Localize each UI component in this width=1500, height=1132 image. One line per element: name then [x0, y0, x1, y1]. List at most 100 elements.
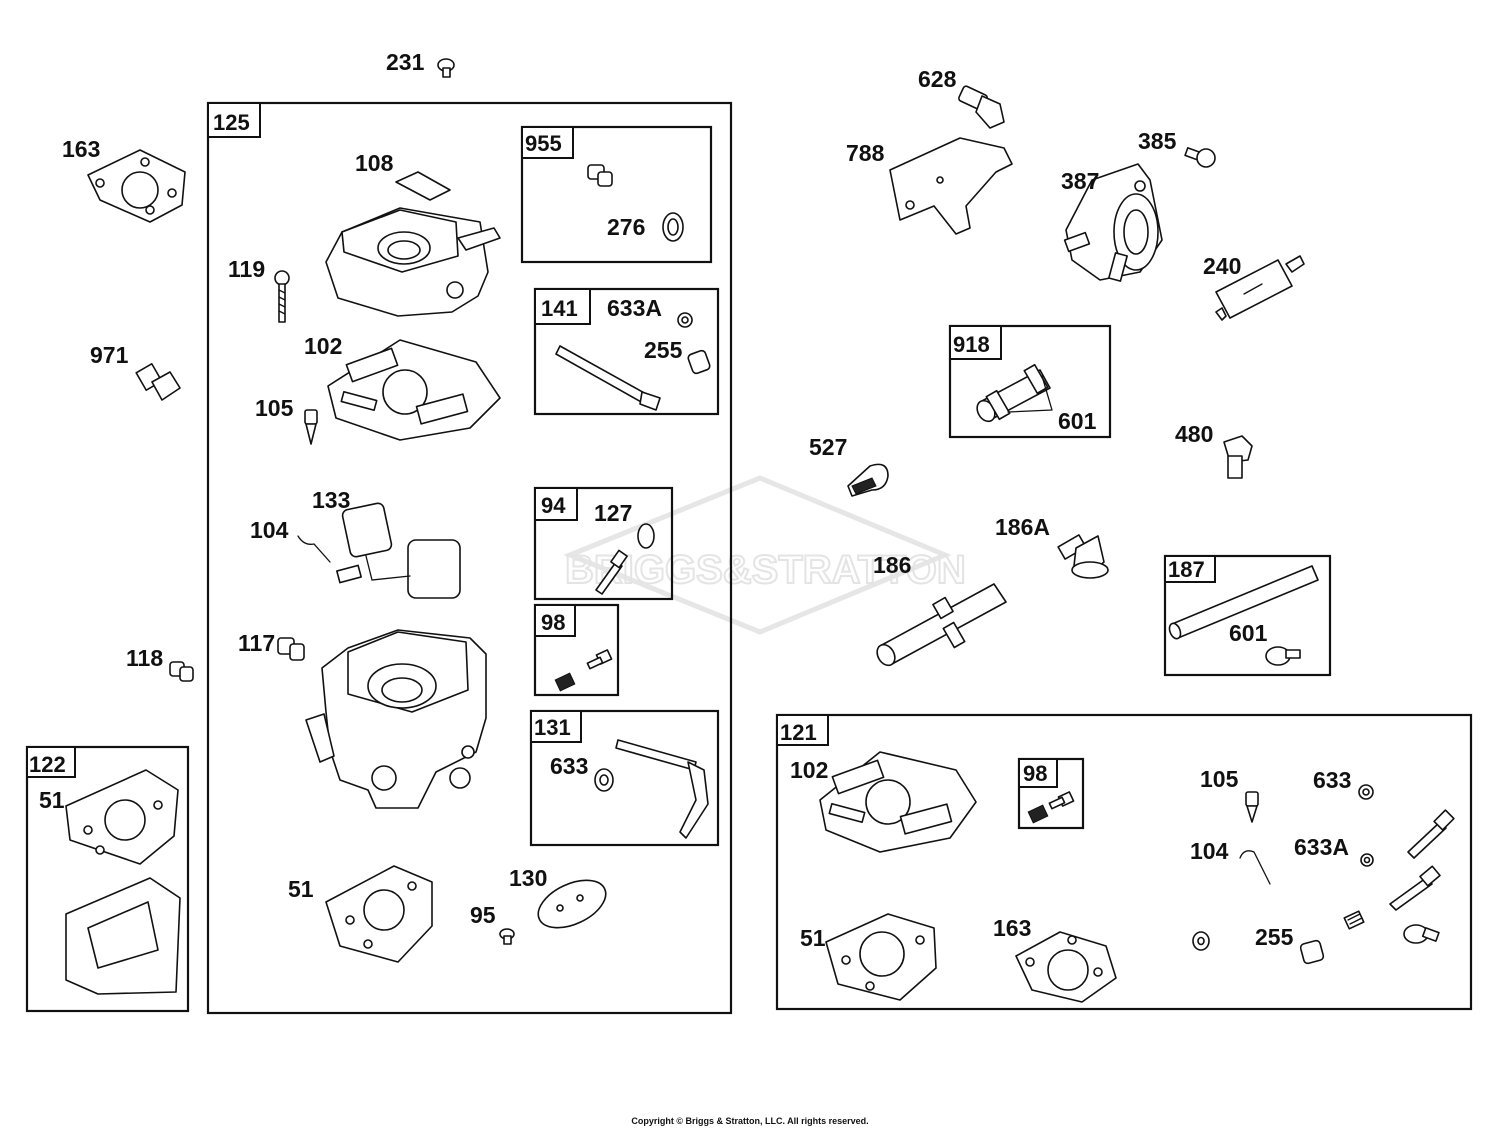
- plug-955-part: [587, 164, 613, 187]
- label-633: 633: [550, 753, 588, 779]
- label-255-kit121: 255: [1255, 924, 1294, 950]
- kit-187-frame: 187: [1163, 554, 1332, 677]
- label-240: 240: [1203, 253, 1241, 279]
- label-186: 186: [873, 552, 911, 578]
- oring-127-part: [637, 523, 655, 549]
- kit-98-label-carb: 98: [541, 610, 565, 635]
- kit-918-label: 918: [953, 332, 990, 357]
- screw-385-part: [1184, 147, 1216, 168]
- clip-104-repair-part: [1239, 850, 1271, 885]
- label-231: 231: [386, 49, 425, 75]
- float-133-part: [336, 502, 461, 599]
- gasket-51-kit121-part: [825, 913, 937, 1001]
- needle-105-part: [304, 409, 318, 445]
- bolt-971-part: [135, 363, 181, 401]
- label-163-kit121: 163: [993, 915, 1031, 941]
- label-633A: 633A: [607, 295, 662, 321]
- label-633A-kit121: 633A: [1294, 834, 1349, 860]
- seal-633-part: [594, 768, 614, 792]
- valve-186A-part: [1057, 534, 1109, 579]
- shaft-141-part: [555, 345, 661, 411]
- hose-187-part: [1168, 565, 1319, 640]
- bolt-480-part: [1223, 435, 1253, 479]
- label-163: 163: [62, 136, 100, 162]
- screw-95-part: [499, 928, 515, 945]
- shaft-131-part: [615, 739, 709, 839]
- kit-122-frame: 122: [25, 745, 190, 1013]
- kit-122-label: 122: [29, 752, 66, 777]
- gasket-108-part: [395, 171, 451, 201]
- kit-141-label: 141: [541, 296, 578, 321]
- label-51-kit121: 51: [800, 925, 826, 951]
- kit-141-frame: 141: [533, 287, 720, 416]
- kit-94-frame: 94: [533, 486, 674, 601]
- kit-187-label: 187: [1168, 557, 1205, 582]
- carburetor-body-part: [305, 629, 487, 809]
- bushing-255-repair-part: [1299, 939, 1325, 965]
- label-105-kit121: 105: [1200, 766, 1239, 792]
- spacer-122-part: [65, 877, 181, 995]
- gasket-51-kit122-part: [65, 769, 179, 865]
- washer-276-part: [662, 212, 684, 242]
- label-51-kit122: 51: [39, 787, 65, 813]
- label-105: 105: [255, 395, 294, 421]
- gasket-163-part: [87, 149, 186, 223]
- needle-valve-upper-repair-part: [1407, 809, 1455, 859]
- fuel-filter-240-part: [1215, 255, 1305, 321]
- hose-918-part: [976, 363, 1053, 423]
- label-95: 95: [470, 902, 496, 928]
- kit-918-frame: 918: [948, 324, 1112, 439]
- label-601-kit187: 601: [1229, 620, 1268, 646]
- screw-231-part: [437, 58, 455, 78]
- kit-98-frame-repair: 98: [1017, 757, 1085, 830]
- washer-repair-part: [1192, 931, 1210, 951]
- fitting-118-part: [169, 661, 194, 682]
- fitting-117-part: [277, 637, 305, 661]
- kit-121-label: 121: [780, 720, 817, 745]
- kit-125-frame: 125: [206, 101, 733, 1015]
- bolt-628-part: [958, 85, 1005, 129]
- spring-98-part: [554, 672, 576, 692]
- brand-watermark: BRIGGS&STRATTON: [563, 475, 967, 635]
- gasket-51-part: [325, 865, 433, 963]
- label-51-carb: 51: [288, 876, 314, 902]
- seal-633A-repair-part: [1360, 853, 1374, 867]
- label-127: 127: [594, 500, 632, 526]
- gasket-163-kit121-part: [1015, 931, 1117, 1003]
- label-628: 628: [918, 66, 957, 92]
- needle-105-repair-part: [1245, 791, 1259, 823]
- label-102: 102: [304, 333, 342, 359]
- screw-98-part: [586, 649, 613, 670]
- label-104: 104: [250, 517, 289, 543]
- spring-repair-part: [1343, 910, 1365, 930]
- fuel-pump-387-part: [1063, 163, 1163, 282]
- watermark-text: BRIGGS&STRATTON: [565, 548, 966, 592]
- clamp-repair-part: [1403, 924, 1440, 944]
- bracket-788-part: [889, 137, 1013, 235]
- label-480: 480: [1175, 421, 1213, 447]
- kit-98-frame-carb: 98: [533, 603, 620, 697]
- label-601-kit918: 601: [1058, 408, 1097, 434]
- clip-104-part: [297, 535, 331, 563]
- gasket-102-part: [327, 339, 501, 441]
- label-527: 527: [809, 434, 847, 460]
- screw-98-repair-part: [1048, 791, 1075, 810]
- carburetor-cover-part: [325, 207, 501, 317]
- label-133: 133: [312, 487, 350, 513]
- clamp-601-part: [1265, 646, 1301, 666]
- bushing-255-part: [687, 349, 711, 375]
- spring-98-repair-part: [1027, 804, 1049, 824]
- clamp-527-part: [847, 463, 889, 497]
- seal-633-repair-part: [1358, 784, 1374, 800]
- kit-125-label: 125: [213, 110, 250, 135]
- label-387: 387: [1061, 168, 1099, 194]
- kit-955-label: 955: [525, 131, 562, 156]
- label-118: 118: [126, 645, 163, 671]
- kit-131-label: 131: [534, 715, 571, 740]
- label-788: 788: [846, 140, 885, 166]
- label-186A: 186A: [995, 514, 1050, 540]
- kit-98-label-repair: 98: [1023, 761, 1047, 786]
- label-108: 108: [355, 150, 394, 176]
- label-117: 117: [238, 630, 275, 656]
- label-119: 119: [228, 256, 265, 282]
